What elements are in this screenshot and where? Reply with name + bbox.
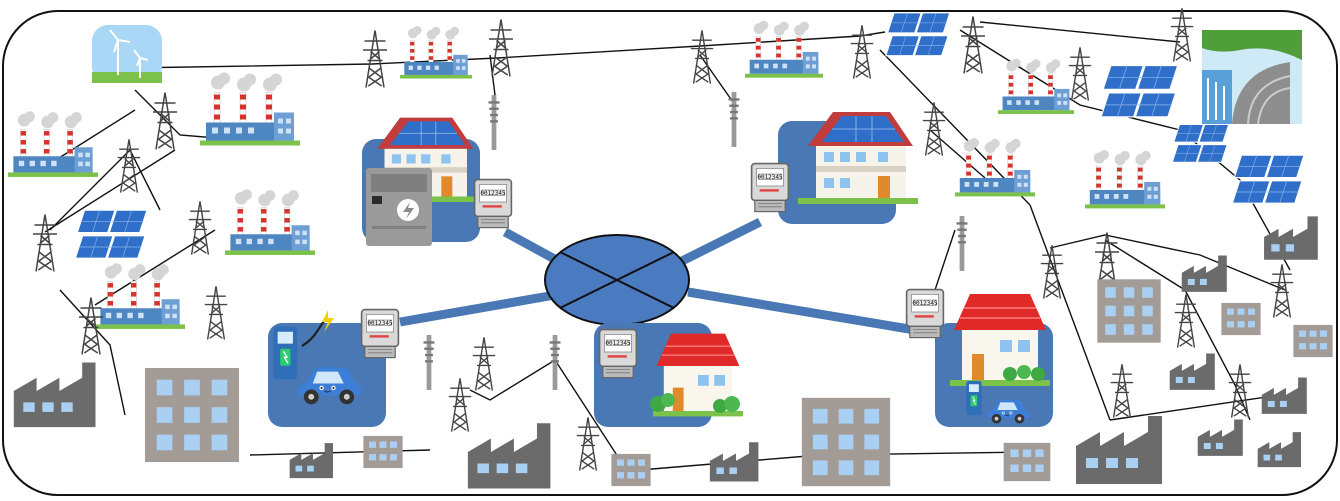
battery-storage-icon: [366, 168, 432, 246]
trunk-line: [502, 228, 563, 266]
ev-charger-icon: [965, 380, 983, 416]
smart-meter-icon: 0012345: [473, 178, 513, 229]
ev-charger-icon: [272, 325, 298, 381]
meter-reading: 0012345: [367, 320, 393, 327]
building-icon: [363, 435, 403, 469]
smart-meter-icon: 0012345: [598, 328, 638, 379]
smart-meters: 0012345 0012345 0012345 0012345 0012345: [360, 162, 945, 379]
charging-cable: [301, 317, 327, 347]
smart-meter-icon: 0012345: [360, 308, 400, 359]
trunk-line: [687, 287, 916, 335]
shrub: [1003, 365, 1045, 381]
building-icon: [1221, 302, 1261, 336]
smart-meter-icon: 0012345: [905, 288, 945, 339]
meter-reading: 0012345: [605, 340, 631, 347]
building-icon: [1003, 442, 1051, 482]
dam-icon: [1202, 30, 1302, 125]
meter-reading: 0012345: [757, 174, 783, 181]
shrub: [650, 393, 740, 413]
hub-cross-line: [559, 251, 675, 309]
wind-turbine-icon: [92, 25, 162, 83]
building-icon: [801, 397, 891, 487]
building-icon: [1097, 279, 1161, 343]
meter-reading: 0012345: [912, 300, 938, 307]
distribution-network: [399, 217, 916, 342]
trunk-line: [677, 217, 763, 267]
building-icon: [1293, 324, 1333, 358]
charge-bolt-icon: [322, 310, 334, 332]
trunk-line: [399, 290, 556, 327]
building-icon: [144, 367, 240, 463]
building-icon: [611, 453, 651, 487]
meter-reading: 0012345: [480, 190, 506, 197]
smart-meter-icon: 0012345: [750, 162, 790, 213]
